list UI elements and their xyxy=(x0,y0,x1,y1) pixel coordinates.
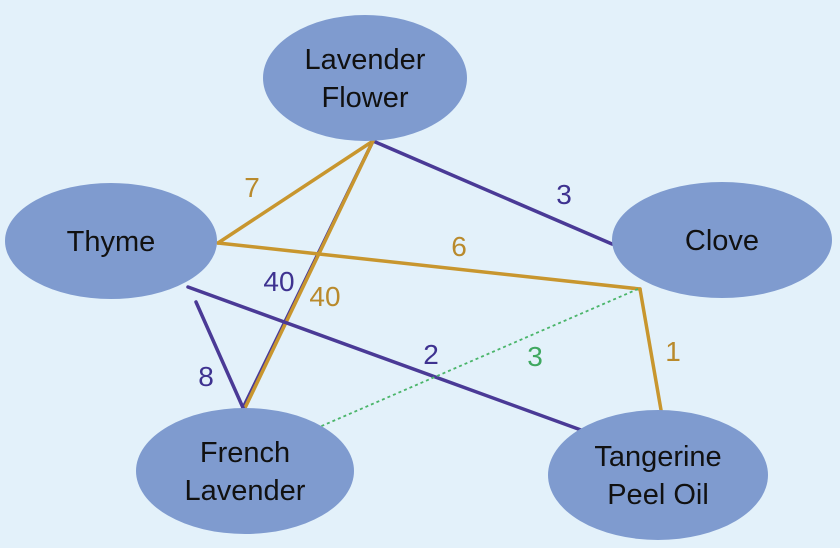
node-ellipse xyxy=(5,183,217,299)
edge-thyme-tangerine-peel-oil-purple xyxy=(186,285,583,432)
node-label: Lavender xyxy=(305,44,426,76)
edge-thyme-clove-gold xyxy=(216,241,642,291)
edge-clove-french-lavender-green xyxy=(316,288,639,429)
edge-weight-label: 2 xyxy=(423,339,439,370)
edge-weight-label: 7 xyxy=(244,172,260,203)
edge-weight-label: 8 xyxy=(198,361,214,392)
node-label: Tangerine xyxy=(594,441,721,473)
edge-thyme-french-lavender-purple xyxy=(194,300,246,412)
node-clove: Clove xyxy=(612,182,832,298)
node-label: Thyme xyxy=(67,226,156,258)
edge-weight-label: 6 xyxy=(451,231,467,262)
edge-weight-label: 1 xyxy=(665,336,681,367)
edge-weight-label: 3 xyxy=(527,341,543,372)
node-ellipse xyxy=(263,15,467,141)
edge-lavender-flower-clove-purple xyxy=(371,139,614,246)
edge-clove-tangerine-peel-oil-gold xyxy=(638,287,663,412)
edge-lavender-flower-french-lavender-gold xyxy=(242,139,375,412)
node-ellipse xyxy=(548,410,768,540)
edge-weight-label: 40 xyxy=(309,281,340,312)
edge-lavender-flower-thyme-gold xyxy=(216,139,375,245)
edges-layer xyxy=(186,139,663,432)
node-label: Clove xyxy=(685,225,759,257)
node-label: Flower xyxy=(321,82,408,114)
node-label: Lavender xyxy=(185,475,306,507)
node-ellipse xyxy=(612,182,832,298)
edge-weight-label: 40 xyxy=(263,266,294,297)
edge-labels-layer: 3 7 40 40 6 8 2 3 1 xyxy=(198,172,681,392)
node-ellipse xyxy=(136,408,354,534)
node-thyme: Thyme xyxy=(5,183,217,299)
node-label: French xyxy=(200,437,290,469)
edge-weight-label: 3 xyxy=(556,179,572,210)
node-label: Peel Oil xyxy=(607,479,709,511)
